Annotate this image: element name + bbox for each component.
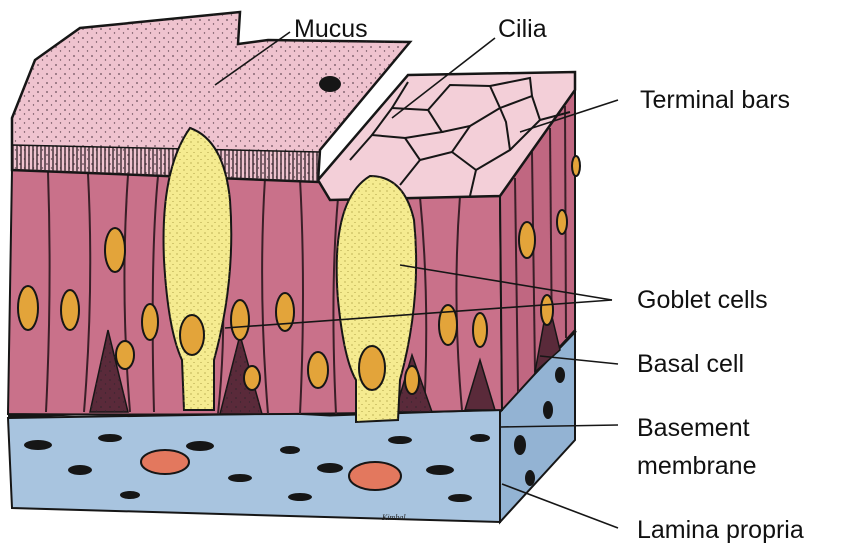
goblet-cells-label: Goblet cells [637, 286, 768, 314]
terminal-bars-label: Terminal bars [640, 86, 790, 114]
lamina-propria-label: Lamina propria [637, 516, 804, 544]
basement-membrane-label-line2: membrane [637, 452, 757, 480]
basement-membrane-label-line1: Basement [637, 414, 750, 442]
cilia-label: Cilia [498, 15, 547, 43]
mucus-label: Mucus [294, 15, 368, 43]
basal-cell-label: Basal cell [637, 350, 744, 378]
artist-signature: Kimbal [381, 513, 406, 522]
lamina-propria-leader [502, 484, 618, 528]
